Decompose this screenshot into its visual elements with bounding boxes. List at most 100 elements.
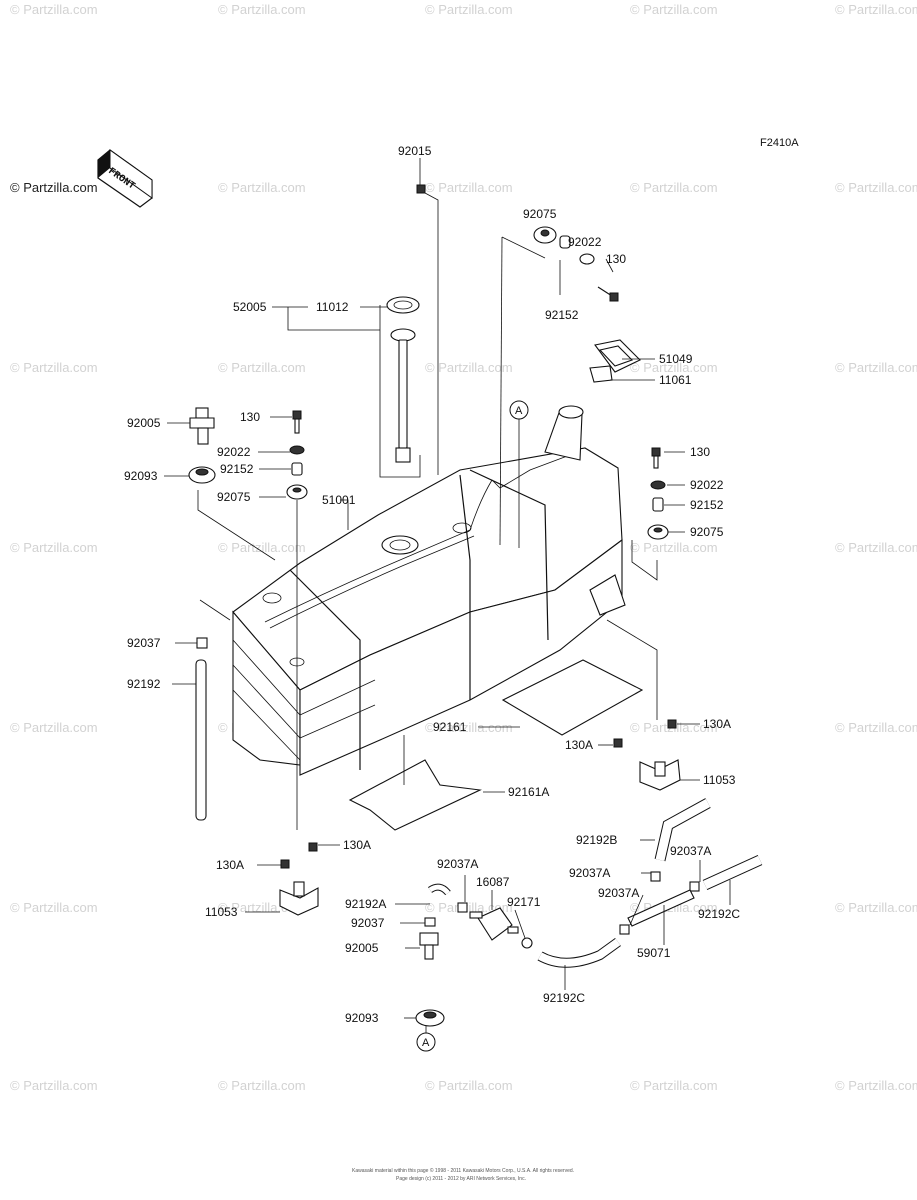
part-label: 92037A bbox=[598, 886, 639, 900]
pad-92161A bbox=[348, 759, 482, 831]
grommet-92075-top bbox=[533, 226, 557, 244]
watermark: © Partzilla.com bbox=[630, 1078, 718, 1093]
watermark: © Partzilla.com bbox=[10, 720, 98, 735]
part-label: 11012 bbox=[316, 300, 349, 314]
clamp-92037A-c bbox=[689, 881, 700, 892]
part-label: 11053 bbox=[205, 905, 238, 919]
part-label: 92022 bbox=[690, 478, 724, 492]
part-label: 92093 bbox=[345, 1011, 379, 1025]
part-label: 92192 bbox=[127, 677, 161, 691]
watermark: © Partzilla.com bbox=[425, 360, 513, 375]
circle-marker-a-top: A bbox=[509, 400, 529, 548]
part-label: 92037A bbox=[437, 857, 478, 871]
part-label: 16087 bbox=[476, 875, 510, 889]
hose-92192B bbox=[654, 798, 711, 862]
watermark: © Partzilla.com bbox=[835, 180, 917, 195]
svg-text:A: A bbox=[422, 1037, 430, 1049]
grommet-92075-right bbox=[647, 524, 669, 540]
part-label: 92037A bbox=[670, 844, 711, 858]
part-label: 52005 bbox=[233, 300, 267, 314]
watermark: © Partzilla.com bbox=[835, 540, 917, 555]
copyright-line: Kawasaki material within this page © 199… bbox=[352, 1167, 574, 1174]
fuel-tank-51001 bbox=[232, 405, 626, 776]
watermark: © Partzilla.com bbox=[835, 2, 917, 17]
grommet-92093-lower bbox=[415, 1009, 445, 1027]
watermark: © Partzilla.com bbox=[218, 360, 306, 375]
part-label: 92192C bbox=[698, 907, 740, 921]
washer-92022-left bbox=[289, 445, 305, 455]
logo-watermark: © Partzilla.com bbox=[10, 180, 98, 195]
part-label: 130 bbox=[240, 410, 260, 424]
copyright-line: Page design (c) 2011 - 2012 by ARI Netwo… bbox=[396, 1176, 526, 1182]
part-label: 92192C bbox=[543, 991, 585, 1005]
part-label: 92022 bbox=[568, 235, 602, 249]
part-label: 51001 bbox=[322, 493, 356, 507]
part-label: 11061 bbox=[659, 373, 692, 387]
bolt-130-right bbox=[651, 447, 661, 469]
part-label: 92171 bbox=[507, 895, 541, 909]
clamp-92037 bbox=[424, 917, 436, 927]
part-label: 92075 bbox=[690, 525, 724, 539]
part-label: 92005 bbox=[345, 941, 379, 955]
part-label: 11053 bbox=[703, 773, 736, 787]
hose-92192C-lower bbox=[537, 937, 621, 968]
cap-51049 bbox=[594, 339, 641, 373]
part-label: 92005 bbox=[127, 416, 161, 430]
valve-92005-lower bbox=[419, 932, 439, 960]
part-label: 92075 bbox=[217, 490, 251, 504]
part-label: 130A bbox=[216, 858, 244, 872]
collar-92152-top bbox=[559, 235, 571, 249]
collar-92152-left bbox=[291, 462, 303, 476]
clamp-92037A-d bbox=[619, 924, 630, 935]
watermark: © Partzilla.com bbox=[218, 2, 306, 17]
part-label: 130 bbox=[690, 445, 710, 459]
leader-lines bbox=[164, 158, 731, 1019]
part-label: 92161 bbox=[433, 720, 467, 734]
watermark: © Partzilla.com bbox=[425, 900, 513, 915]
watermark: © Partzilla.com bbox=[218, 1078, 306, 1093]
part-label: 130A bbox=[343, 838, 371, 852]
bracket-11053-right bbox=[639, 759, 681, 791]
watermark: © Partzilla.com bbox=[425, 2, 513, 17]
part-label: 130A bbox=[703, 717, 731, 731]
clamp-92171 bbox=[521, 937, 533, 949]
grommet-92075-left bbox=[286, 484, 308, 500]
circle-marker-a-bottom: A bbox=[416, 1026, 436, 1052]
part-label: 51049 bbox=[659, 352, 693, 366]
watermark: © Partzilla.com bbox=[10, 1078, 98, 1093]
hose-92192-left bbox=[195, 659, 207, 821]
watermark: © Partzilla.com bbox=[630, 360, 718, 375]
watermark: © Partzilla.com bbox=[835, 720, 917, 735]
part-label: 92192B bbox=[576, 833, 617, 847]
collar-92152-right bbox=[652, 497, 664, 512]
watermark: © Partzilla.com bbox=[835, 360, 917, 375]
bolt-130A-b bbox=[613, 738, 623, 748]
bolt-130A-a bbox=[667, 719, 677, 729]
part-label: 92093 bbox=[124, 469, 158, 483]
watermark: © Partzilla.com bbox=[10, 2, 98, 17]
watermark: © Partzilla.com bbox=[425, 180, 513, 195]
fuel-gauge-52005 bbox=[386, 296, 420, 463]
washer-92022-right bbox=[650, 480, 666, 490]
watermark: © Partzilla.com bbox=[425, 720, 513, 735]
clamp-92037A-a bbox=[457, 902, 468, 913]
part-label: 92075 bbox=[523, 207, 557, 221]
bracket-11053-left bbox=[279, 881, 319, 916]
grommet-92093 bbox=[188, 466, 216, 484]
part-label: 92192A bbox=[345, 897, 386, 911]
watermark: © Partzilla.com bbox=[835, 900, 917, 915]
part-label: 92152 bbox=[690, 498, 724, 512]
part-label: 92022 bbox=[217, 445, 251, 459]
watermark: © Partzilla.com bbox=[425, 1078, 513, 1093]
watermark: © Partzilla.com bbox=[10, 900, 98, 915]
bolt-130A-c bbox=[308, 842, 318, 852]
watermark: © Partzilla.com bbox=[630, 540, 718, 555]
washer-92022-top bbox=[579, 253, 595, 265]
bolt-130-top bbox=[597, 286, 619, 302]
part-label: 92161A bbox=[508, 785, 549, 799]
clamp-92037-left bbox=[196, 637, 208, 649]
hose-92192C-right bbox=[702, 854, 763, 891]
part-label: 59071 bbox=[637, 946, 671, 960]
watermark: © Partzilla.com bbox=[10, 360, 98, 375]
